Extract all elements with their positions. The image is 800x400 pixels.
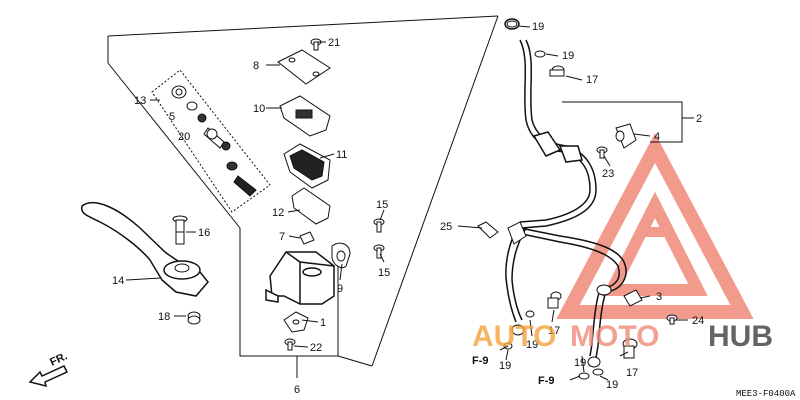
assembly-frame	[107, 15, 499, 378]
diagram-code: MEE3-F0400	[736, 389, 790, 399]
ref-marker-f9b: F-9	[538, 375, 555, 387]
diaphragm-plate	[279, 95, 331, 137]
switch-screw	[284, 338, 296, 351]
callout-14: 14	[112, 275, 124, 287]
callout-25: 25	[440, 221, 452, 233]
watermark-auto: AUTO	[472, 320, 556, 353]
reservoir-float	[291, 187, 331, 225]
watermark-logo-mark	[556, 133, 754, 319]
hose-joint	[507, 221, 612, 368]
callout-22: 22	[310, 342, 322, 354]
hose-clip	[299, 231, 315, 245]
callout-21: 21	[328, 37, 340, 49]
clamp-bolt	[596, 146, 608, 159]
hose-set-bracket	[562, 101, 694, 143]
callout-15a: 15	[376, 199, 388, 211]
front-arrow-icon	[28, 365, 69, 388]
callout-16: 16	[198, 227, 210, 239]
callout-23: 23	[602, 168, 614, 180]
brake-hose-upper	[504, 18, 597, 229]
callout-7: 7	[279, 231, 285, 243]
callout-19a: 19	[532, 21, 544, 33]
callout-10: 10	[253, 103, 265, 115]
brake-lever	[80, 201, 209, 297]
callout-12: 12	[272, 207, 284, 219]
diaphragm	[283, 143, 331, 189]
holder-bracket	[331, 242, 351, 269]
watermark-hub: HUB	[708, 320, 773, 353]
hose-clamp	[615, 123, 637, 149]
clip-bolt	[666, 314, 678, 325]
callout-3: 3	[656, 291, 662, 303]
callout-19f: 19	[606, 379, 618, 391]
callout-20: 20	[178, 131, 190, 143]
stop-switch	[283, 311, 309, 333]
ref-marker-f9a: F-9	[472, 355, 489, 367]
callout-19b: 19	[562, 50, 574, 62]
callout-9: 9	[337, 283, 343, 295]
piston-kit	[171, 85, 257, 197]
callout-6: 6	[294, 384, 300, 396]
pivot-nut	[187, 311, 201, 325]
callout-2: 2	[696, 113, 702, 125]
callout-11: 11	[336, 149, 347, 161]
diagram-code-suffix: A	[790, 389, 796, 399]
reservoir-cap	[277, 49, 331, 85]
callout-17b: 17	[548, 325, 560, 337]
hose-clip-lower	[623, 289, 643, 307]
cap-screw	[310, 38, 322, 51]
pivot-bolt	[172, 215, 188, 245]
callout-13: 13	[134, 95, 146, 107]
callout-4: 4	[654, 131, 660, 143]
callout-17a: 17	[586, 74, 598, 86]
callout-8: 8	[253, 60, 259, 72]
leader-lines	[125, 25, 688, 381]
callout-15b: 15	[378, 267, 390, 279]
callout-19c: 19	[526, 339, 538, 351]
callout-24: 24	[692, 315, 704, 327]
watermark-moto: MOTO	[570, 320, 659, 353]
callout-18: 18	[158, 311, 170, 323]
callout-labels: 21 8 10 11 12 7 1 22 6 13 5 20 16 14 18 …	[48, 21, 796, 399]
front-marker: FR.	[48, 350, 69, 368]
callout-17c: 17	[626, 367, 638, 379]
holder-bolts	[373, 218, 385, 259]
joint-bolt	[477, 221, 499, 239]
callout-19e: 19	[574, 357, 586, 369]
subkit-13-frame	[151, 69, 271, 213]
master-cylinder-body	[265, 251, 335, 305]
banjo-bolts	[547, 65, 638, 359]
callout-5: 5	[169, 111, 175, 123]
callout-1: 1	[320, 317, 326, 329]
callout-19d: 19	[499, 360, 511, 372]
watermark-text: AUTO MOTO HUB	[472, 320, 773, 353]
